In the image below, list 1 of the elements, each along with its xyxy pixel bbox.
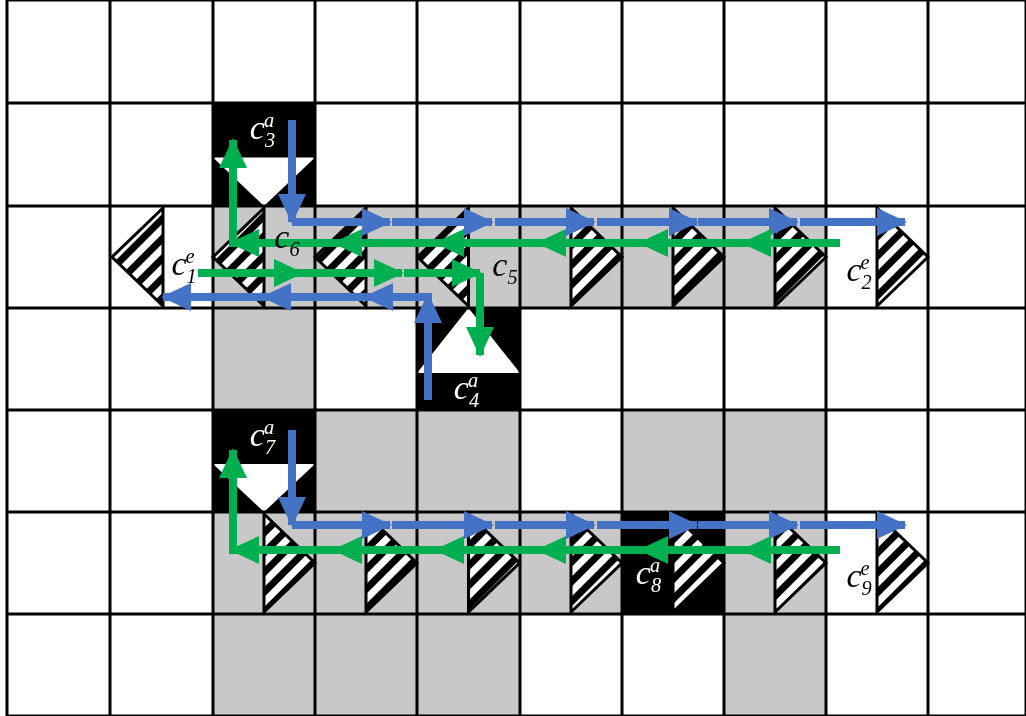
cell-label: c$_{5}$: [492, 248, 518, 288]
